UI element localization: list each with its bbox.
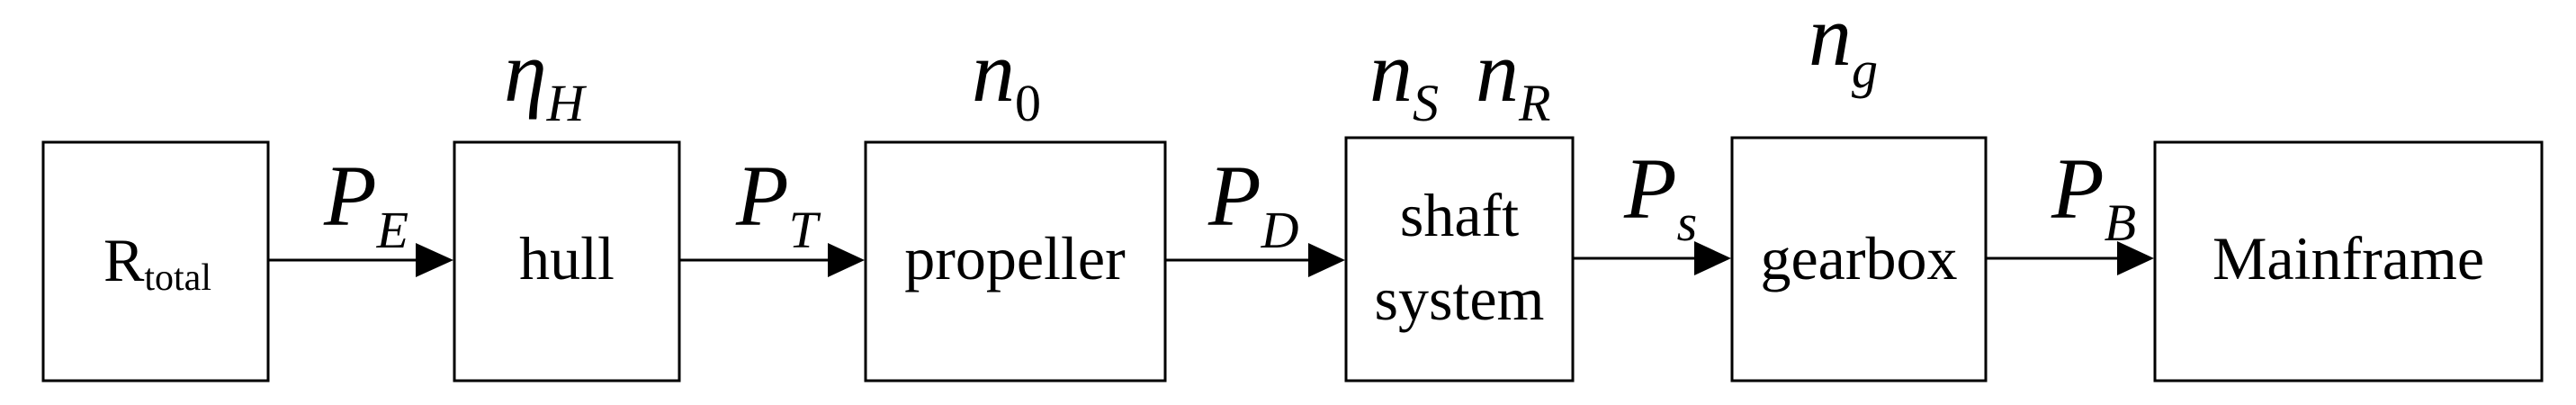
arrow-ps — [1573, 241, 1731, 275]
n0-label: n0 — [972, 23, 1041, 132]
mainframe-label: Mainframe — [2212, 224, 2484, 292]
mainframe-block — [2153, 140, 2544, 382]
ns-label: nS — [1369, 23, 1439, 132]
nr-label: nR — [1476, 23, 1550, 132]
hull-label: hull — [519, 224, 615, 292]
hull-block — [453, 140, 681, 382]
propeller-label: propeller — [904, 224, 1126, 292]
arrow-pb — [1986, 241, 2154, 275]
propeller-block — [864, 140, 1167, 382]
rtotal-label: Rtotal — [103, 226, 211, 299]
arrow-pd — [1165, 243, 1345, 277]
pd-label: PD — [1207, 148, 1299, 259]
shaft-label-line2: system — [1375, 265, 1545, 333]
ps-label: Ps — [1623, 140, 1697, 252]
ng-label: ng — [1809, 0, 1878, 99]
arrow-pe — [268, 243, 453, 277]
shaft-system-block — [1344, 136, 1575, 382]
gearbox-label: gearbox — [1760, 224, 1957, 292]
rtotal-block — [41, 140, 270, 382]
pe-label: PE — [323, 148, 408, 259]
pt-label: PT — [735, 148, 821, 259]
eta-h-label: ηH — [504, 23, 588, 132]
gearbox-block — [1730, 136, 1988, 382]
pb-label: PB — [2051, 140, 2136, 252]
shaft-label-line1: shaft — [1400, 181, 1519, 249]
arrow-pt — [679, 243, 865, 277]
